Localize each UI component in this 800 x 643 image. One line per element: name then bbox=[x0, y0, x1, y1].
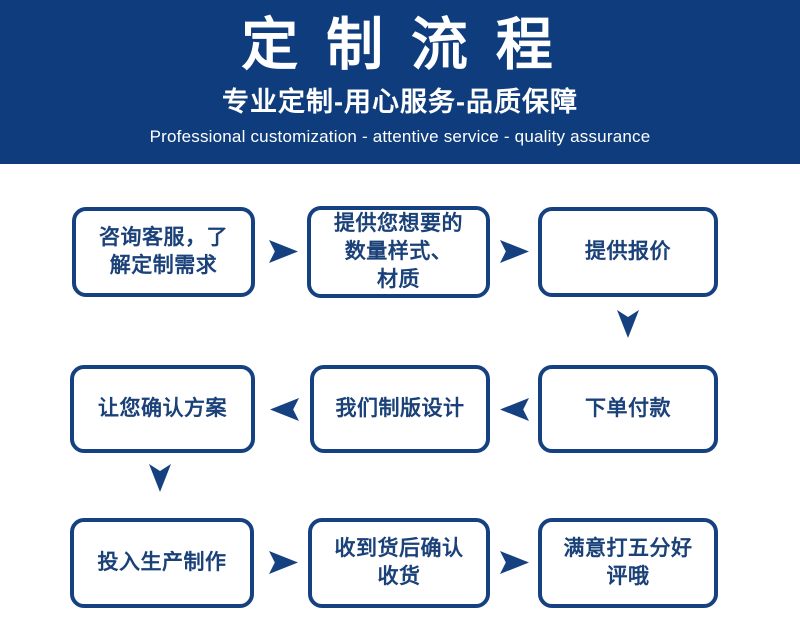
flow-step-consult: 咨询客服，了 解定制需求 bbox=[72, 207, 255, 297]
arrow-right-icon bbox=[500, 551, 529, 574]
arrow-left-icon bbox=[500, 398, 529, 421]
flow-step-label: 收到货后确认 收货 bbox=[334, 537, 464, 588]
arrow-right-icon bbox=[500, 240, 529, 263]
flow-step-confirm-plan: 让您确认方案 bbox=[70, 365, 255, 453]
flow-step-pay: 下单付款 bbox=[538, 365, 718, 453]
header-subtitle: 专业定制-用心服务-品质保障 bbox=[222, 86, 578, 117]
page-title: 定 制 流 程 bbox=[241, 13, 559, 77]
flow-step-review: 满意打五分好 评哦 bbox=[538, 518, 718, 608]
flow-step-label: 投入生产制作 bbox=[97, 551, 227, 575]
flow-step-quote: 提供报价 bbox=[538, 207, 718, 297]
arrow-right-icon bbox=[269, 551, 298, 574]
arrow-right-icon bbox=[269, 240, 298, 263]
header-banner: 定 制 流 程 专业定制-用心服务-品质保障 Professional cust… bbox=[0, 0, 800, 164]
flow-step-label: 提供您想要的 数量样式、 材质 bbox=[334, 212, 463, 291]
flow-step-produce: 投入生产制作 bbox=[70, 518, 254, 608]
flow-step-label: 我们制版设计 bbox=[335, 397, 465, 421]
flow-step-design: 我们制版设计 bbox=[310, 365, 490, 453]
header-subtitle-en: Professional customization - attentive s… bbox=[149, 126, 651, 146]
flow-step-label: 让您确认方案 bbox=[98, 397, 227, 421]
flow-step-label: 满意打五分好 评哦 bbox=[563, 537, 693, 588]
flow-step-provide-specs: 提供您想要的 数量样式、 材质 bbox=[307, 206, 490, 298]
flow-step-label: 提供报价 bbox=[585, 240, 671, 264]
flow-step-label: 咨询客服，了 解定制需求 bbox=[99, 226, 228, 277]
flow-step-receive: 收到货后确认 收货 bbox=[308, 518, 490, 608]
arrow-down-icon bbox=[617, 310, 639, 338]
arrow-left-icon bbox=[270, 398, 299, 421]
arrow-down-icon bbox=[149, 464, 171, 492]
flow-step-label: 下单付款 bbox=[585, 397, 671, 421]
